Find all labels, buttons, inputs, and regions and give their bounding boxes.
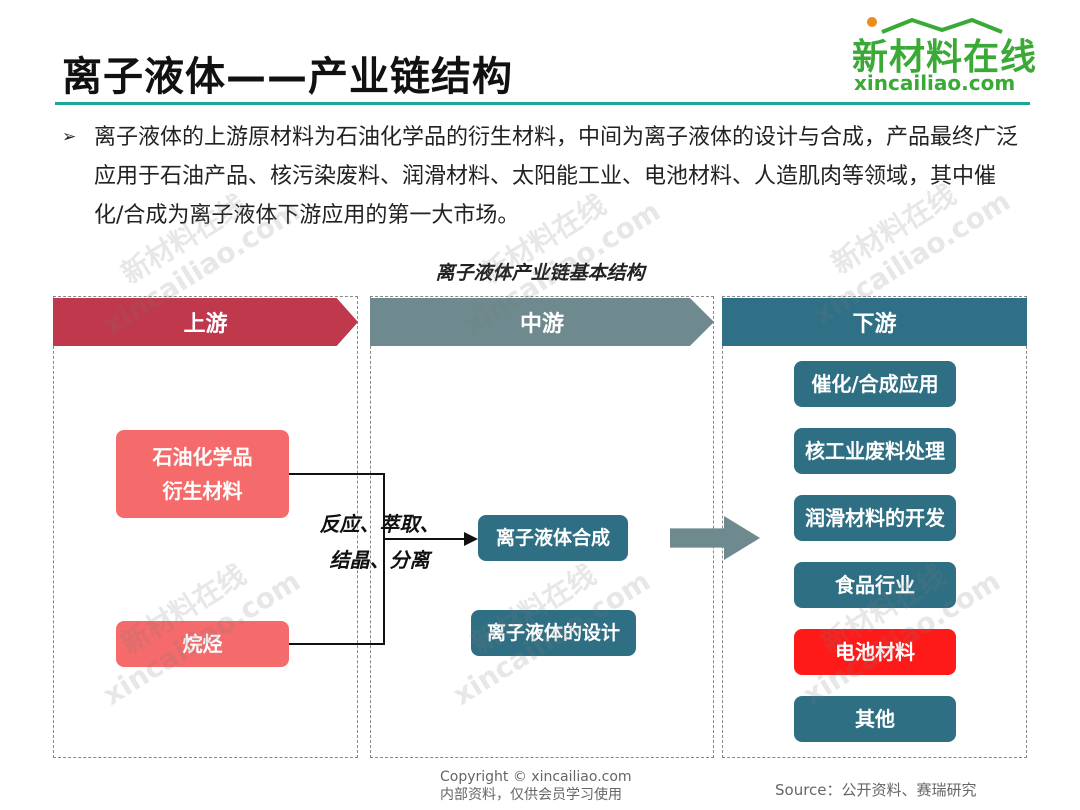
process-line-1: 反应、萃取、 [319,512,440,536]
connector-line [289,643,385,645]
downstream-item-food: 食品行业 [794,562,956,608]
process-line-2: 结晶、分离 [329,548,430,572]
downstream-panel [722,296,1027,758]
il-design-box: 离子液体的设计 [471,610,636,656]
arrowhead-icon [464,532,478,546]
upstream-panel [53,296,358,758]
midstream-header: 中游 [370,298,714,346]
connector-line [385,538,469,540]
connector-line [383,473,385,645]
intro-paragraph: 离子液体的上游原材料为石油化学品的衍生材料，中间为离子液体的设计与合成，产品最终… [94,125,1019,228]
copyright-note: 内部资料，仅供会员学习使用 [440,787,622,803]
downstream-item-lubricants: 润滑材料的开发 [794,495,956,541]
midstream-panel [370,296,714,758]
downstream-header: 下游 [722,298,1027,346]
process-label: 反应、萃取、 结晶、分离 [312,506,447,578]
connector-line [289,473,385,475]
upstream-header: 上游 [53,298,358,346]
downstream-item-other: 其他 [794,696,956,742]
logo-url: xincailiao.com [854,71,1016,95]
page-title: 离子液体——产业链结构 [62,54,513,100]
box-line-2: 衍生材料 [162,479,243,503]
il-synthesis-box: 离子液体合成 [478,515,628,561]
petrochemical-derivatives-box: 石油化学品 衍生材料 [116,430,289,518]
logo-text: 新材料在线 [852,37,1038,78]
diagram-title: 离子液体产业链基本结构 [435,262,645,284]
alkane-box: 烷烃 [116,621,289,667]
downstream-item-battery: 电池材料 [794,629,956,675]
downstream-item-catalysis: 催化/合成应用 [794,361,956,407]
logo-roof-icon [867,17,1003,34]
bullet-arrow-icon: ➢ [62,127,77,147]
source-note: Source：公开资料、赛瑞研究 [775,781,977,799]
copyright-block: Copyright © xincailiao.com 内部资料，仅供会员学习使用 [440,768,632,804]
downstream-item-nuclear-waste: 核工业废料处理 [794,428,956,474]
title-divider [55,102,1030,105]
copyright-text: Copyright © xincailiao.com [440,769,632,785]
box-line-1: 石油化学品 [152,445,253,469]
